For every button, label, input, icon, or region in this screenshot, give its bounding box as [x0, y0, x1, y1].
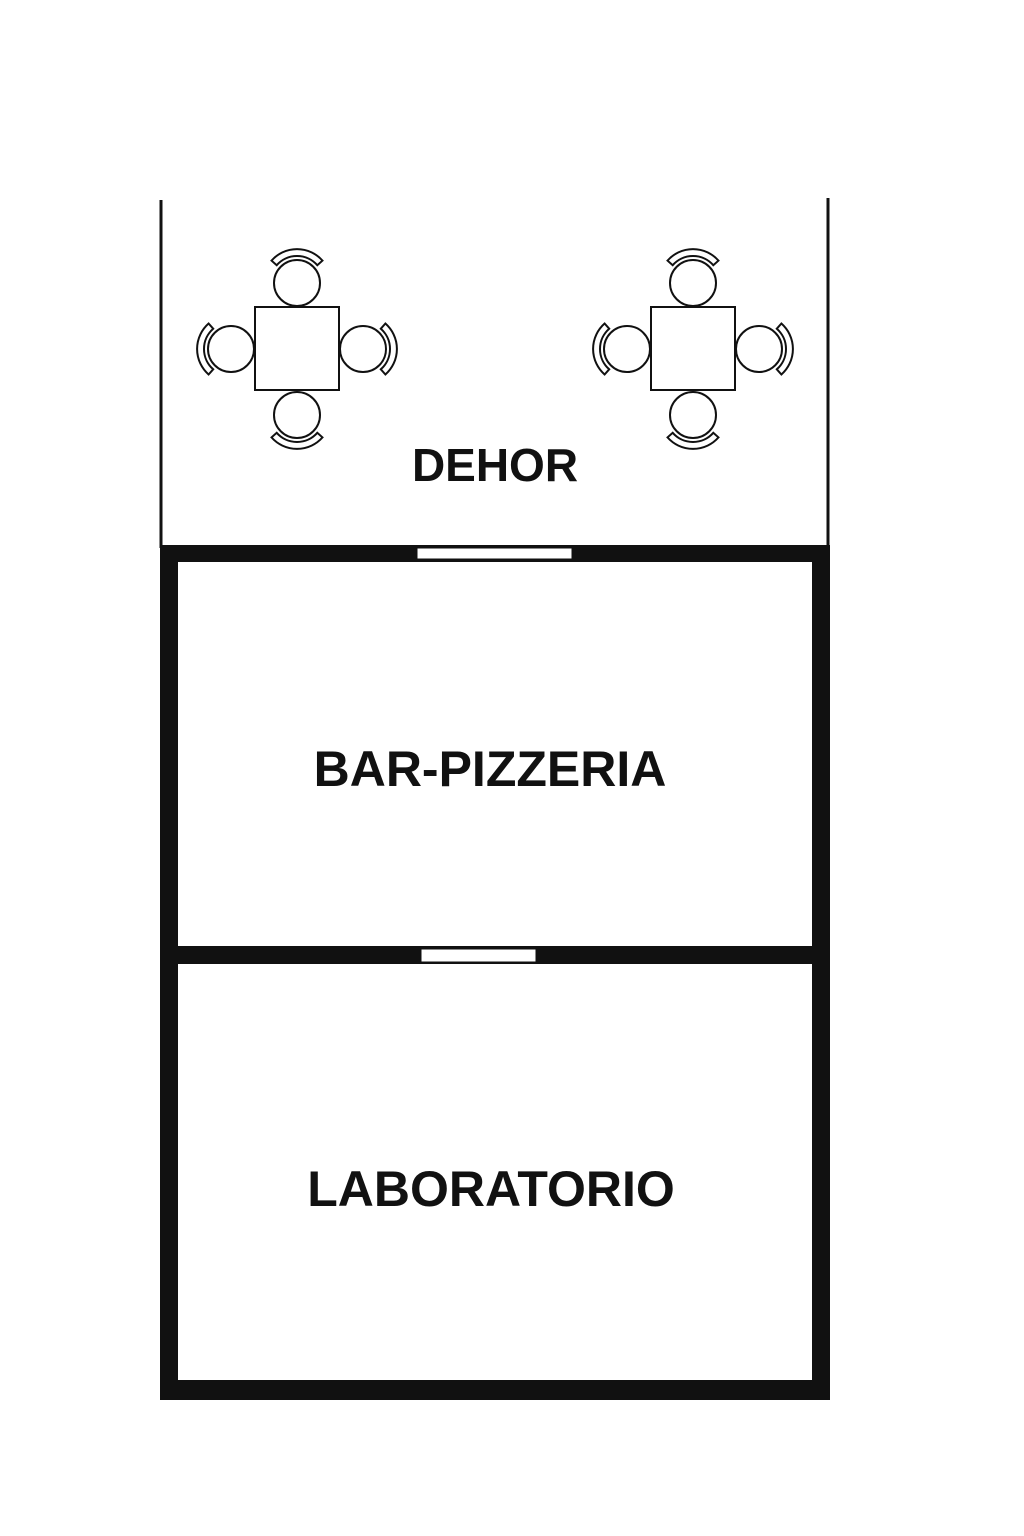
door-dehor-bar [416, 547, 573, 560]
chair [666, 248, 720, 307]
chair [270, 248, 324, 307]
chair [735, 322, 794, 376]
table-set [196, 248, 398, 450]
wall-left [160, 545, 178, 1400]
table [650, 306, 736, 391]
chair [666, 391, 720, 450]
wall-right [812, 545, 830, 1400]
dehor-furniture [196, 248, 794, 450]
room-label-dehor: DEHOR [412, 439, 578, 491]
room-label-bar-pizzeria: BAR-PIZZERIA [314, 741, 667, 797]
room-label-laboratorio: LABORATORIO [307, 1161, 675, 1217]
chair [196, 322, 255, 376]
table [254, 306, 340, 391]
wall-bottom [160, 1380, 830, 1400]
door-bar-laboratorio [420, 948, 537, 963]
table-set [592, 248, 794, 450]
chair [339, 322, 398, 376]
chair [592, 322, 651, 376]
chair [270, 391, 324, 450]
